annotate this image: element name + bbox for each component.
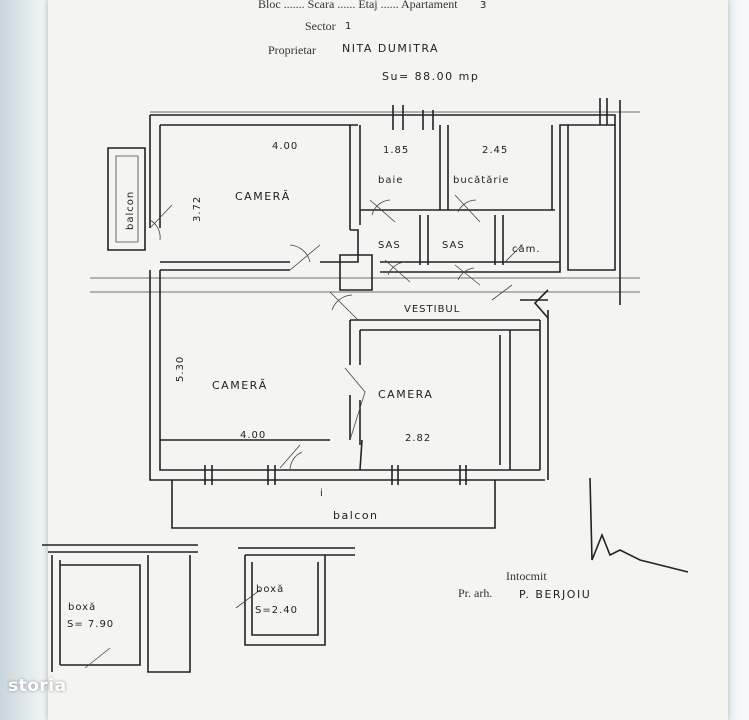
- room-sas-2: SAS: [442, 240, 465, 251]
- intocmit-label: Intocmit: [506, 569, 547, 583]
- architect-name: P. BERJOIU: [519, 588, 591, 601]
- dim-bottom-left: 4.00: [240, 430, 266, 441]
- balcony-marker: i: [320, 488, 324, 499]
- boxa-1-area: S= 7.90: [67, 619, 114, 630]
- owner-name: NITA DUMITRA: [342, 42, 439, 55]
- boxa-2-area: S=2.40: [255, 605, 298, 616]
- prarh-label: Pr. arh.: [458, 586, 492, 600]
- bloc-line: Bloc ....... Scara ...... Etaj ...... Ap…: [258, 0, 458, 11]
- dim-left-upper: 3.72: [192, 196, 203, 222]
- room-camera-3: CAMERA: [378, 388, 433, 401]
- room-balcon-bottom: balcon: [333, 509, 379, 522]
- storia-logo: storia: [8, 676, 67, 696]
- room-boxa-2: boxă: [256, 584, 284, 595]
- dim-top-left: 4.00: [272, 141, 298, 152]
- sector-label: Sector: [305, 19, 336, 33]
- dim-top-right: 2.45: [482, 145, 508, 156]
- room-boxa-1: boxă: [68, 602, 96, 613]
- room-camera-1: CAMERĂ: [235, 190, 291, 203]
- apartment-number: 3: [480, 0, 487, 11]
- room-bucatarie: bucătărie: [453, 175, 509, 186]
- surface-area: Su= 88.00 mp: [382, 70, 479, 83]
- room-balcon-left: balcon: [125, 191, 136, 230]
- room-baie: baie: [378, 175, 403, 186]
- dim-left-lower: 5.30: [175, 356, 186, 382]
- room-vestibul: VESTIBUL: [404, 304, 460, 315]
- dim-bottom-right: 2.82: [405, 433, 431, 444]
- architect-signature: [589, 477, 689, 573]
- room-camera-2: CAMERĂ: [212, 379, 268, 392]
- sector-value: 1: [345, 21, 352, 32]
- room-sas-1: SAS: [378, 240, 401, 251]
- room-camara: căm.: [512, 244, 541, 255]
- owner-label: Proprietar: [268, 43, 316, 57]
- dim-top-mid: 1.85: [383, 145, 409, 156]
